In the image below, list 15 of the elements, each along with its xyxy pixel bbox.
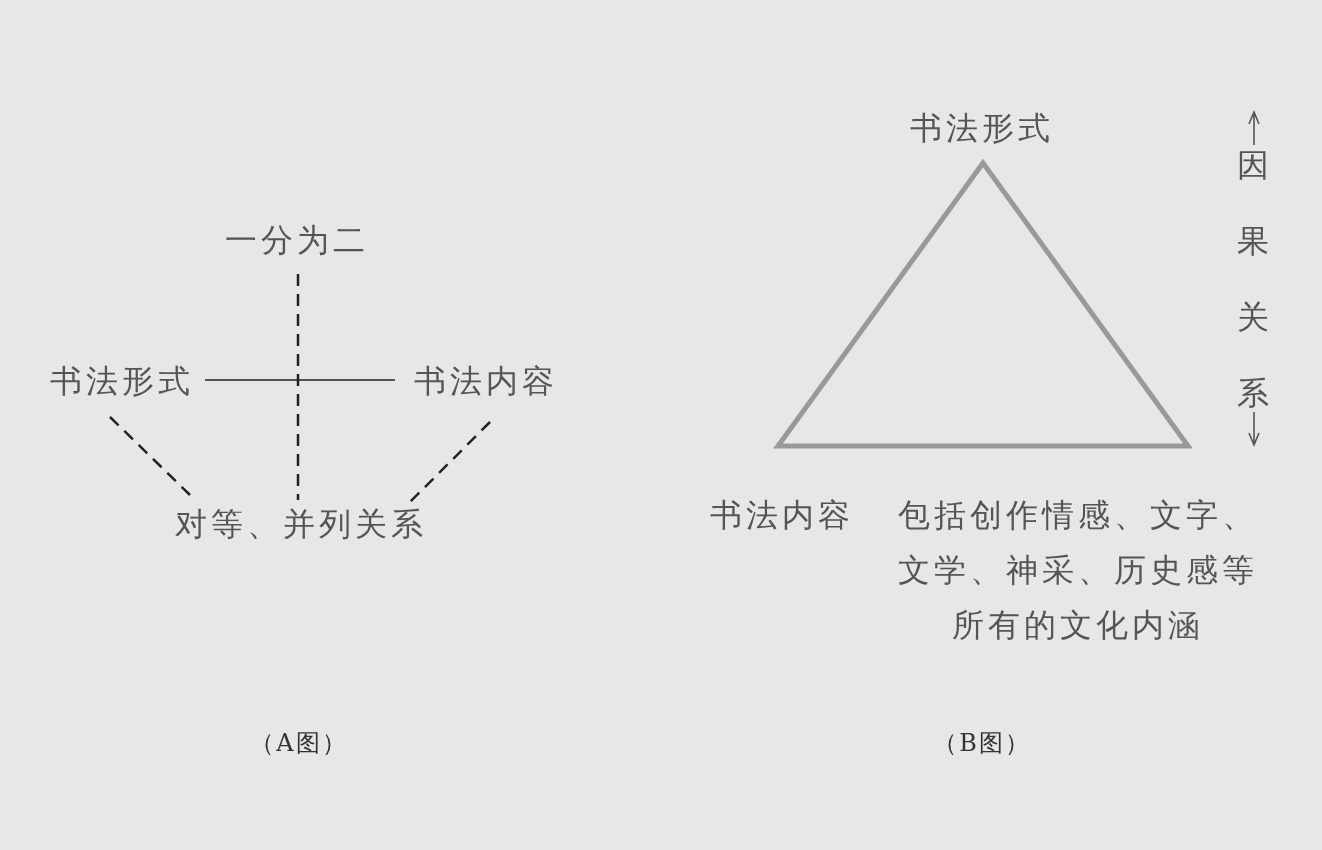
concept-label: 一分为二: [225, 220, 369, 260]
concept-label: 书法内容: [710, 495, 854, 535]
dashed-line: [296, 274, 300, 500]
line: [204, 379, 396, 381]
concept-label: 书法形式: [910, 108, 1054, 148]
dashed-line: [109, 416, 191, 496]
triangle: [772, 157, 1194, 452]
concept-label: 书法内容: [414, 361, 558, 401]
description-text: 包括创作情感、文字、文学、神采、历史感等所有的文化内涵: [897, 494, 1259, 646]
concept-label: 书法形式: [50, 361, 194, 401]
vertical-label: 因果关系: [1236, 149, 1270, 409]
figure-caption: （B图）: [933, 728, 1031, 758]
figure-caption: （A图）: [250, 728, 348, 758]
dashed-line: [409, 421, 491, 503]
concept-label: 对等、并列关系: [175, 504, 427, 544]
